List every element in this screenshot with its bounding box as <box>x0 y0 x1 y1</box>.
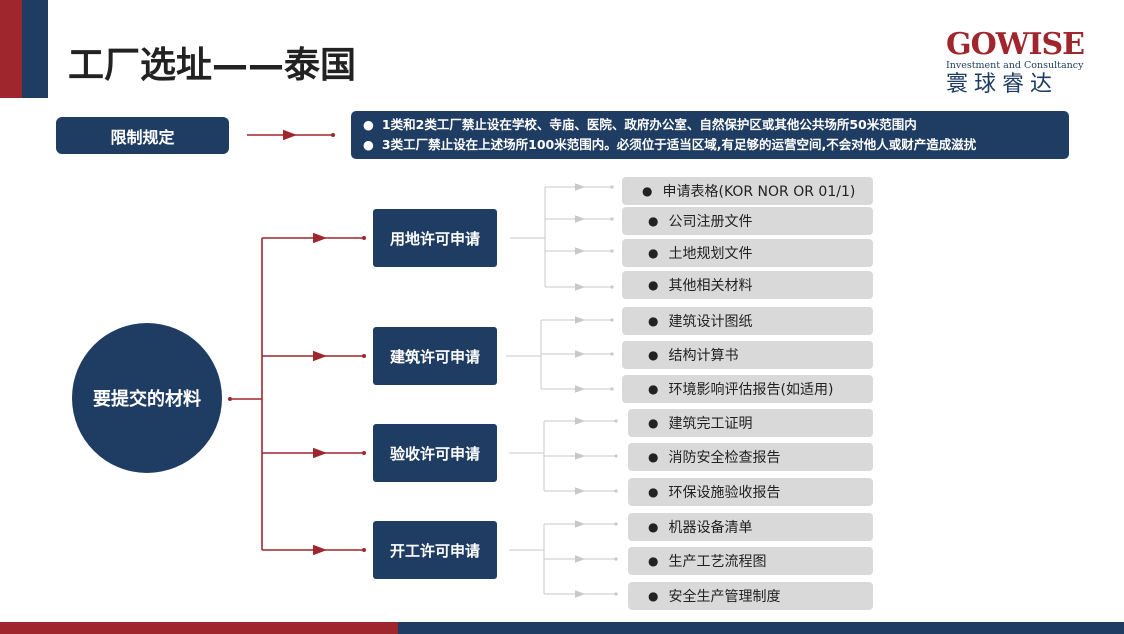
arrow-icon <box>575 385 585 393</box>
connector-dot <box>362 236 366 240</box>
list-item-text: 其他相关材料 <box>668 278 753 294</box>
restriction-line-text: 3类工厂禁止设在上述场所100米范围内。必须位于适当区域,有足够的运营空间,不会… <box>381 137 977 152</box>
bullet-icon: ● <box>363 137 374 152</box>
connector-dot <box>614 419 618 423</box>
arrow-icon <box>575 520 585 528</box>
list-item: ● 结构计算书 <box>622 341 873 369</box>
logo-subtitle: Investment and Consultancy <box>946 60 1084 71</box>
bullet-icon: ● <box>648 520 659 534</box>
list-item-text: 环境影响评估报告(如适用) <box>668 382 834 398</box>
arrow-icon <box>575 183 585 191</box>
connector-dot <box>610 249 614 253</box>
list-item-text: 安全生产管理制度 <box>668 589 781 605</box>
connector-dot <box>614 557 618 561</box>
arrow-icon <box>575 487 585 495</box>
arrow-icon <box>575 215 585 223</box>
arrow-icon <box>313 350 327 362</box>
category-node: 建筑许可申请 <box>373 327 497 385</box>
connector-dot <box>362 451 366 455</box>
arrow-icon <box>575 316 585 324</box>
bullet-icon: ● <box>648 246 659 260</box>
arrow-icon <box>313 447 327 459</box>
footer-bar-navy <box>398 622 1124 634</box>
connector-dot <box>610 352 614 356</box>
bullet-icon: ● <box>648 348 659 362</box>
arrow-icon <box>313 232 327 244</box>
company-logo: GOWISE Investment and Consultancy 寰球睿达 <box>946 30 1096 98</box>
arrow-icon <box>575 350 585 358</box>
restriction-label: 限制规定 <box>56 117 229 154</box>
list-item-text: 机器设备清单 <box>668 520 753 536</box>
list-item: ● 申请表格(KOR NOR OR 01/1) <box>622 177 873 205</box>
list-item: ● 公司注册文件 <box>622 207 873 235</box>
list-item-text: 建筑设计图纸 <box>668 314 753 330</box>
arrow-icon <box>575 452 585 460</box>
connector-dot <box>610 185 614 189</box>
connector-dot <box>228 397 232 401</box>
list-item-text: 建筑完工证明 <box>668 416 753 432</box>
arrow-icon <box>313 544 327 556</box>
center-node: 要提交的材料 <box>72 323 222 473</box>
arrow-icon <box>575 247 585 255</box>
list-item-text: 土地规划文件 <box>668 246 753 262</box>
bullet-icon: ● <box>642 184 653 198</box>
bullet-icon: ● <box>648 382 659 396</box>
list-item: ● 建筑完工证明 <box>628 409 873 437</box>
list-item-text: 申请表格(KOR NOR OR 01/1) <box>662 184 856 200</box>
arrow-icon <box>575 555 585 563</box>
list-item: ● 消防安全检查报告 <box>628 443 873 471</box>
bullet-icon: ● <box>648 416 659 430</box>
connector-dot <box>610 318 614 322</box>
list-item-text: 结构计算书 <box>668 348 739 364</box>
connector-dot <box>614 454 618 458</box>
restriction-details: ● 1类和2类工厂禁止设在学校、寺庙、医院、政府办公室、自然保护区或其他公共场所… <box>351 111 1069 159</box>
list-item: ● 安全生产管理制度 <box>628 582 873 610</box>
connector-dot <box>614 592 618 596</box>
logo-chinese-name: 寰球睿达 <box>946 72 1059 97</box>
restriction-line: ● 3类工厂禁止设在上述场所100米范围内。必须位于适当区域,有足够的运营空间,… <box>363 135 976 155</box>
list-item: ● 环境影响评估报告(如适用) <box>622 375 873 403</box>
category-node: 验收许可申请 <box>373 424 497 482</box>
connector-dot <box>614 489 618 493</box>
side-accent-navy <box>22 0 48 98</box>
connector-dot <box>610 387 614 391</box>
connector-dot <box>614 522 618 526</box>
restriction-line: ● 1类和2类工厂禁止设在学校、寺庙、医院、政府办公室、自然保护区或其他公共场所… <box>363 115 917 135</box>
arrow-icon <box>575 590 585 598</box>
connector-dot <box>362 354 366 358</box>
arrow-icon <box>283 129 297 141</box>
list-item: ● 其他相关材料 <box>622 271 873 299</box>
connector-dot <box>610 217 614 221</box>
logo-wordmark: GOWISE <box>946 27 1085 62</box>
category-node: 开工许可申请 <box>373 521 497 579</box>
bullet-icon: ● <box>648 214 659 228</box>
connector-dot <box>610 285 614 289</box>
list-item: ● 生产工艺流程图 <box>628 547 873 575</box>
side-accent-red <box>0 0 22 98</box>
list-item-text: 消防安全检查报告 <box>668 450 781 466</box>
bullet-icon: ● <box>363 117 374 132</box>
bullet-icon: ● <box>648 450 659 464</box>
bullet-icon: ● <box>648 314 659 328</box>
bullet-icon: ● <box>648 278 659 292</box>
list-item-text: 公司注册文件 <box>668 214 753 230</box>
list-item: ● 环保设施验收报告 <box>628 478 873 506</box>
list-item-text: 生产工艺流程图 <box>668 554 767 570</box>
footer-bar-red <box>0 622 398 634</box>
list-item: ● 建筑设计图纸 <box>622 307 873 335</box>
bullet-icon: ● <box>648 554 659 568</box>
connector-dot <box>362 548 366 552</box>
category-node: 用地许可申请 <box>373 209 497 267</box>
list-item: ● 机器设备清单 <box>628 513 873 541</box>
arrow-icon <box>575 283 585 291</box>
list-item: ● 土地规划文件 <box>622 239 873 267</box>
arrow-icon <box>575 417 585 425</box>
restriction-line-text: 1类和2类工厂禁止设在学校、寺庙、医院、政府办公室、自然保护区或其他公共场所50… <box>381 117 917 132</box>
connector-dot <box>331 133 335 137</box>
page-title: 工厂选址——泰国 <box>68 45 357 86</box>
bullet-icon: ● <box>648 485 659 499</box>
list-item-text: 环保设施验收报告 <box>668 485 781 501</box>
bullet-icon: ● <box>648 589 659 603</box>
